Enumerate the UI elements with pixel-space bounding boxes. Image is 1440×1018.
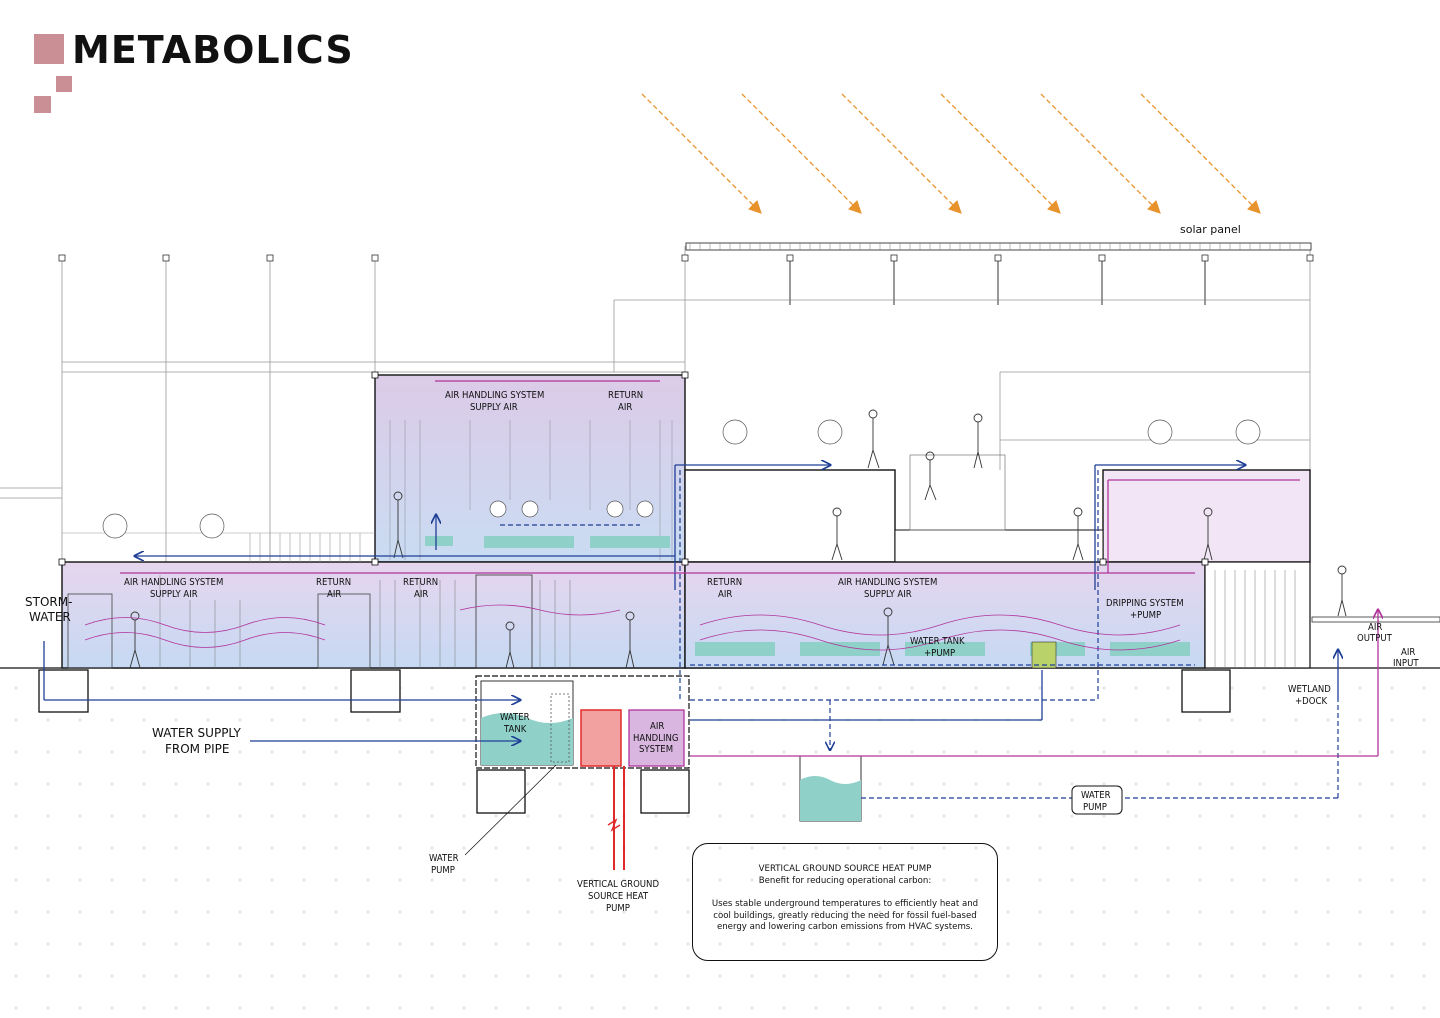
- storm-water-label-1: STORM-: [25, 595, 72, 609]
- water-pump-bottom-label-2: PUMP: [431, 865, 455, 876]
- ahs-box-label-3: SYSTEM: [639, 744, 673, 755]
- water-pump-right-label-1: WATER: [1081, 790, 1111, 801]
- water-tank-label-2: TANK: [503, 724, 527, 735]
- supply-air-flow: [43, 465, 1338, 741]
- wetland-label-2: +DOCK: [1295, 696, 1327, 707]
- vgshp-label-1: VERTICAL GROUND: [577, 879, 659, 890]
- ahs-right-label-1: AIR HANDLING SYSTEM: [838, 577, 937, 588]
- ahs-left-label-2: SUPPLY AIR: [150, 589, 198, 600]
- return-right-label-1: RETURN: [707, 577, 742, 588]
- air-input-label-1: AIR: [1401, 647, 1415, 658]
- info-body: Uses stable underground temperatures to …: [711, 899, 979, 932]
- air-input-label-2: INPUT: [1393, 658, 1419, 669]
- upper-room: [374, 374, 686, 563]
- return-right-label-2: AIR: [718, 589, 732, 600]
- footings: [38, 669, 1231, 814]
- heat-pump-info-box: VERTICAL GROUND SOURCE HEAT PUMP Benefit…: [692, 843, 998, 961]
- heat-pump-unit: [580, 709, 622, 767]
- return-mid-label-2: AIR: [414, 589, 428, 600]
- ahs-box-label-1: AIR: [650, 721, 664, 732]
- logo-square-small: [34, 96, 51, 113]
- dripping-label-1: DRIPPING SYSTEM: [1106, 598, 1184, 609]
- page-title: METABOLICS: [72, 28, 354, 72]
- vgshp-label-3: PUMP: [606, 903, 630, 914]
- return-upper-label-1: RETURN: [608, 390, 643, 401]
- logo-square-large: [34, 34, 64, 64]
- water-pump-box: [1071, 785, 1123, 815]
- return-mid-label-1: RETURN: [403, 577, 438, 588]
- air-output-label-2: OUTPUT: [1357, 633, 1393, 644]
- water-tank-label-1: WATER: [500, 712, 530, 723]
- solar-panel-label: solar panel: [1180, 223, 1241, 236]
- wetland-label-1: WETLAND: [1288, 684, 1331, 695]
- ahs-upper-label-1: AIR HANDLING SYSTEM: [445, 390, 544, 401]
- water-supply-label-1: WATER SUPPLY: [152, 726, 242, 740]
- people: [129, 409, 1347, 669]
- water-tank-pump-label-2: +PUMP: [924, 648, 955, 659]
- storm-water-label-2: WATER: [29, 610, 71, 624]
- ahs-box-label-2: HANDLING: [633, 733, 679, 744]
- ahs-unit: [628, 709, 685, 767]
- air-output-label-1: AIR: [1368, 622, 1382, 633]
- info-heading: VERTICAL GROUND SOURCE HEAT PUMP: [758, 864, 932, 874]
- return-left-label-1: RETURN: [316, 577, 351, 588]
- ahs-upper-label-2: SUPPLY AIR: [470, 402, 518, 413]
- vgshp-label-2: SOURCE HEAT: [588, 891, 649, 902]
- right-upper-room: [684, 469, 896, 563]
- return-upper-label-2: AIR: [618, 402, 632, 413]
- column-caps: [58, 254, 1314, 262]
- water-pump-bottom-label-1: WATER: [429, 853, 459, 864]
- water-tank-pump-label-1: WATER TANK: [910, 636, 965, 647]
- water-pump-right-label-2: PUMP: [1083, 802, 1107, 813]
- ahs-right-label-2: SUPPLY AIR: [864, 589, 912, 600]
- solar-panel: [685, 242, 1312, 251]
- info-subheading: Benefit for reducing operational carbon:: [758, 875, 932, 886]
- water-supply-label-2: FROM PIPE: [165, 742, 229, 756]
- roof-columns: [789, 255, 1206, 305]
- return-air-flow: [84, 380, 1378, 757]
- dripping-label-2: +PUMP: [1130, 610, 1161, 621]
- logo-square-medium: [56, 76, 72, 92]
- sun-rays: [641, 93, 1261, 214]
- plants: [102, 419, 1261, 539]
- ahs-left-label-1: AIR HANDLING SYSTEM: [124, 577, 223, 588]
- return-left-label-2: AIR: [327, 589, 341, 600]
